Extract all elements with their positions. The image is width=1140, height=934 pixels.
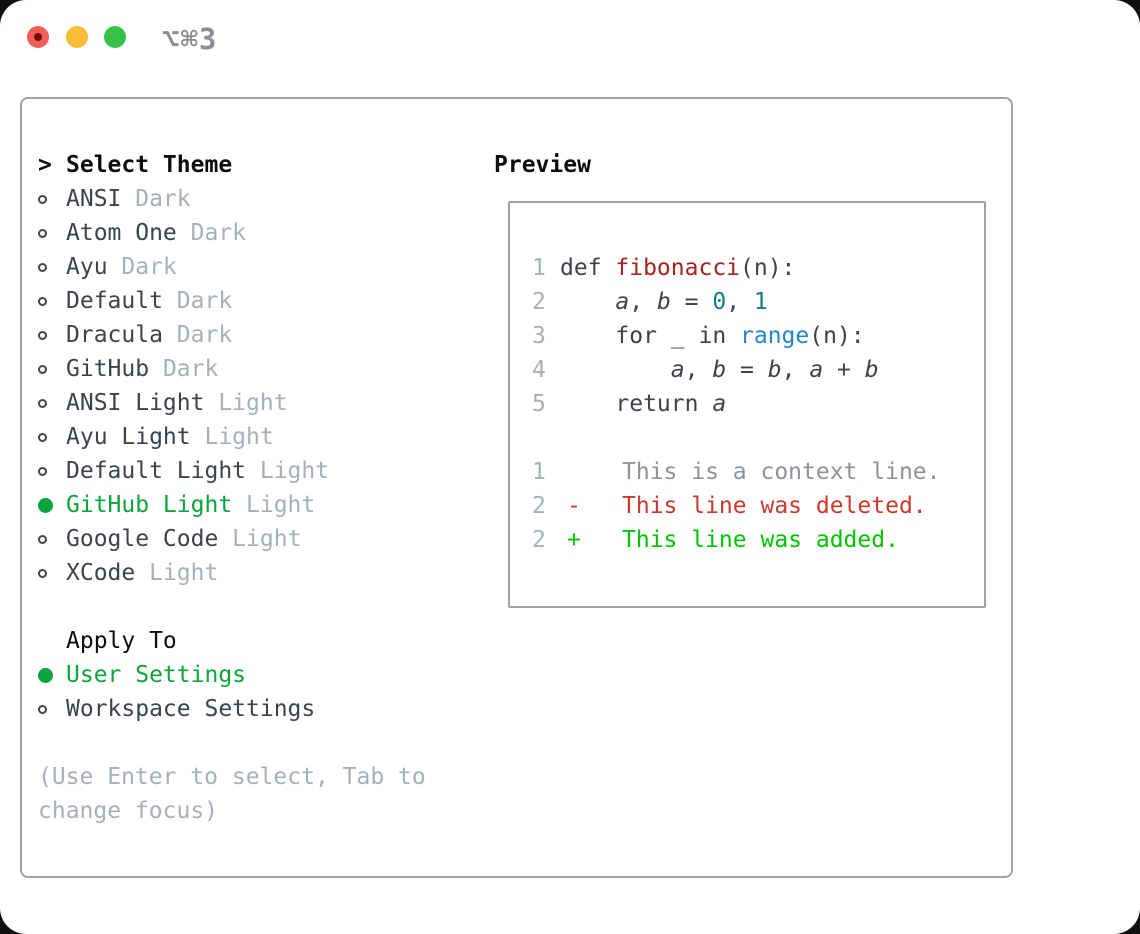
line-number: 2 xyxy=(532,493,546,519)
theme-menu-header: > Select Theme xyxy=(38,148,478,182)
theme-option[interactable]: GitHub Dark xyxy=(38,352,478,386)
apply-to-header: Apply To xyxy=(38,624,478,658)
code-line: 4 a, b = b, a + b xyxy=(532,353,984,387)
diff-line: 2 + This line was added. xyxy=(532,523,984,557)
theme-option-variant: Light xyxy=(218,526,302,552)
theme-option-variant: Dark xyxy=(176,220,247,246)
window-shortcut-label: ⌥⌘3 xyxy=(162,22,218,56)
theme-option[interactable]: Atom One Dark xyxy=(38,216,478,250)
theme-option-variant: Light xyxy=(204,390,288,416)
code-line: 3 for _ in range(n): xyxy=(532,319,984,353)
theme-option[interactable]: GitHub Light Light xyxy=(38,488,478,522)
theme-option-name: Ayu xyxy=(66,254,108,280)
diff-text: This line was deleted. xyxy=(622,493,927,519)
code-line: 5 return a xyxy=(532,387,984,421)
code-text: return a xyxy=(560,391,727,417)
line-number: 4 xyxy=(532,357,546,383)
theme-option-variant: Dark xyxy=(162,322,233,348)
apply-option-name: User Settings xyxy=(66,662,247,688)
diff-marker xyxy=(560,459,622,485)
diff-line: 1 This is a context line. xyxy=(532,455,984,489)
code-line: 1 def fibonacci(n): xyxy=(532,251,984,285)
theme-option-name: Default Light xyxy=(66,458,247,484)
theme-option[interactable]: Dracula Dark xyxy=(38,318,478,352)
theme-option[interactable]: Ayu Dark xyxy=(38,250,478,284)
diff-marker: + xyxy=(567,527,581,553)
theme-option[interactable]: Ayu Light Light xyxy=(38,420,478,454)
code-text: a, b = 0, 1 xyxy=(615,289,768,315)
theme-option[interactable]: ANSI Dark xyxy=(38,182,478,216)
radio-icon xyxy=(38,228,66,238)
theme-option[interactable]: XCode Light xyxy=(38,556,478,590)
theme-option-name: Dracula xyxy=(66,322,163,348)
radio-icon xyxy=(38,534,66,544)
radio-icon xyxy=(38,194,66,204)
selected-radio-icon xyxy=(38,497,66,513)
diff-marker: - xyxy=(567,493,581,519)
apply-to-title: Apply To xyxy=(66,628,177,654)
keyboard-hint: (Use Enter to select, Tab to change focu… xyxy=(38,764,426,824)
radio-icon xyxy=(38,466,66,476)
radio-icon xyxy=(38,432,66,442)
diff-line: 2- This line was deleted. xyxy=(532,489,984,523)
theme-option-name: GitHub Light xyxy=(66,492,233,518)
line-number: 1 xyxy=(532,459,546,485)
radio-icon xyxy=(38,704,66,714)
zoom-button[interactable] xyxy=(104,26,126,48)
preview-title: Preview xyxy=(494,152,591,178)
theme-menu-title: Select Theme xyxy=(66,152,233,178)
theme-option-variant: Light xyxy=(190,424,274,450)
line-number: 5 xyxy=(532,391,546,417)
radio-icon xyxy=(38,262,66,272)
radio-icon xyxy=(38,568,66,578)
prompt-column: > xyxy=(38,152,66,178)
title-bar: ⌥⌘3 xyxy=(0,0,1140,74)
code-text: a, b = b, a + b xyxy=(670,357,879,383)
theme-option-variant: Dark xyxy=(162,288,233,314)
prompt-icon: > xyxy=(38,152,52,178)
line-number: 2 xyxy=(532,527,546,553)
blank-line xyxy=(532,421,984,455)
theme-option[interactable]: ANSI Light Light xyxy=(38,386,478,420)
theme-option[interactable]: Default Light Light xyxy=(38,454,478,488)
line-number: 2 xyxy=(532,289,546,315)
theme-option-name: Google Code xyxy=(66,526,219,552)
theme-option-name: Default xyxy=(66,288,163,314)
close-button[interactable] xyxy=(27,26,49,48)
radio-icon xyxy=(38,330,66,340)
minimize-button[interactable] xyxy=(66,26,88,48)
code-line: 2 a, b = 0, 1 xyxy=(532,285,984,319)
theme-option-name: GitHub xyxy=(66,356,150,382)
theme-option-variant: Light xyxy=(246,458,330,484)
diff-text: This line was added. xyxy=(622,527,899,553)
theme-option[interactable]: Default Dark xyxy=(38,284,478,318)
apply-option-name: Workspace Settings xyxy=(66,696,316,722)
apply-option[interactable]: User Settings xyxy=(38,658,478,692)
code-text: for _ in range(n): xyxy=(560,323,865,349)
line-number: 1 xyxy=(532,255,546,281)
selected-radio-icon xyxy=(38,667,66,683)
line-number: 3 xyxy=(532,323,546,349)
theme-option-variant: Dark xyxy=(149,356,219,382)
theme-option-variant: Dark xyxy=(107,254,177,280)
theme-option-variant: Light xyxy=(135,560,219,586)
theme-option-name: ANSI xyxy=(66,186,122,212)
theme-option[interactable]: Google Code Light xyxy=(38,522,478,556)
theme-option-variant: Light xyxy=(232,492,316,518)
apply-option[interactable]: Workspace Settings xyxy=(38,692,478,726)
theme-option-name: Atom One xyxy=(66,220,177,246)
close-dot-icon xyxy=(34,33,42,41)
radio-icon xyxy=(38,296,66,306)
code-text: def fibonacci(n): xyxy=(560,255,796,281)
radio-icon xyxy=(38,364,66,374)
theme-option-name: XCode xyxy=(66,560,136,586)
theme-option-variant: Dark xyxy=(121,186,191,212)
diff-text: This is a context line. xyxy=(622,459,941,485)
theme-option-name: ANSI Light xyxy=(66,390,205,416)
radio-icon xyxy=(38,398,66,408)
theme-option-name: Ayu Light xyxy=(66,424,191,450)
